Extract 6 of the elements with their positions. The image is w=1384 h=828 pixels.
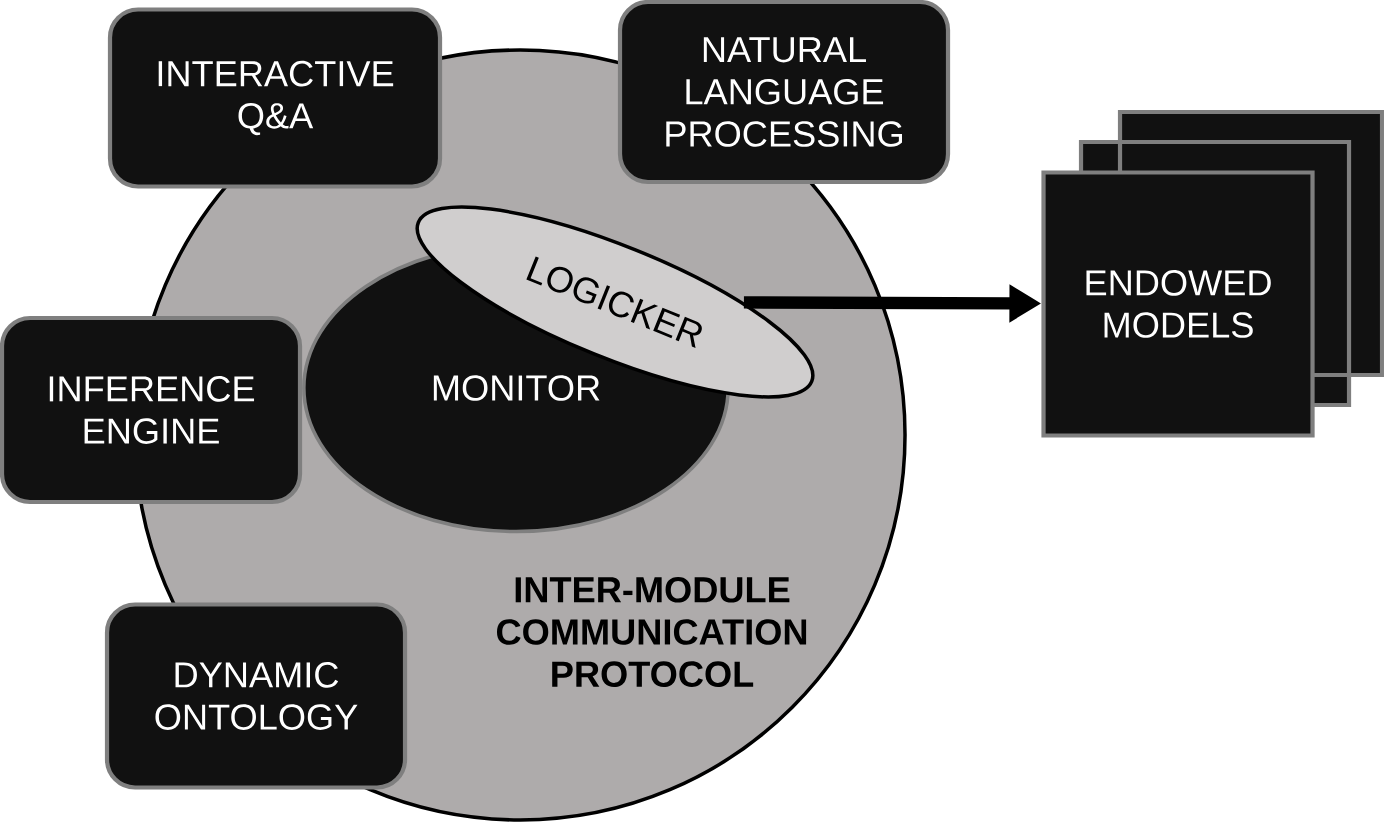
module-box: NATURAL LANGUAGE PROCESSING xyxy=(617,0,951,185)
protocol-label: INTER-MODULE COMMUNICATION PROTOCOL xyxy=(497,577,807,687)
module-box: INFERENCE ENGINE xyxy=(0,315,303,505)
model-box: ENDOWED MODELS xyxy=(1041,170,1315,438)
module-box: INTERACTIVE Q&A xyxy=(107,7,443,189)
module-box: DYNAMIC ONTOLOGY xyxy=(104,602,408,790)
